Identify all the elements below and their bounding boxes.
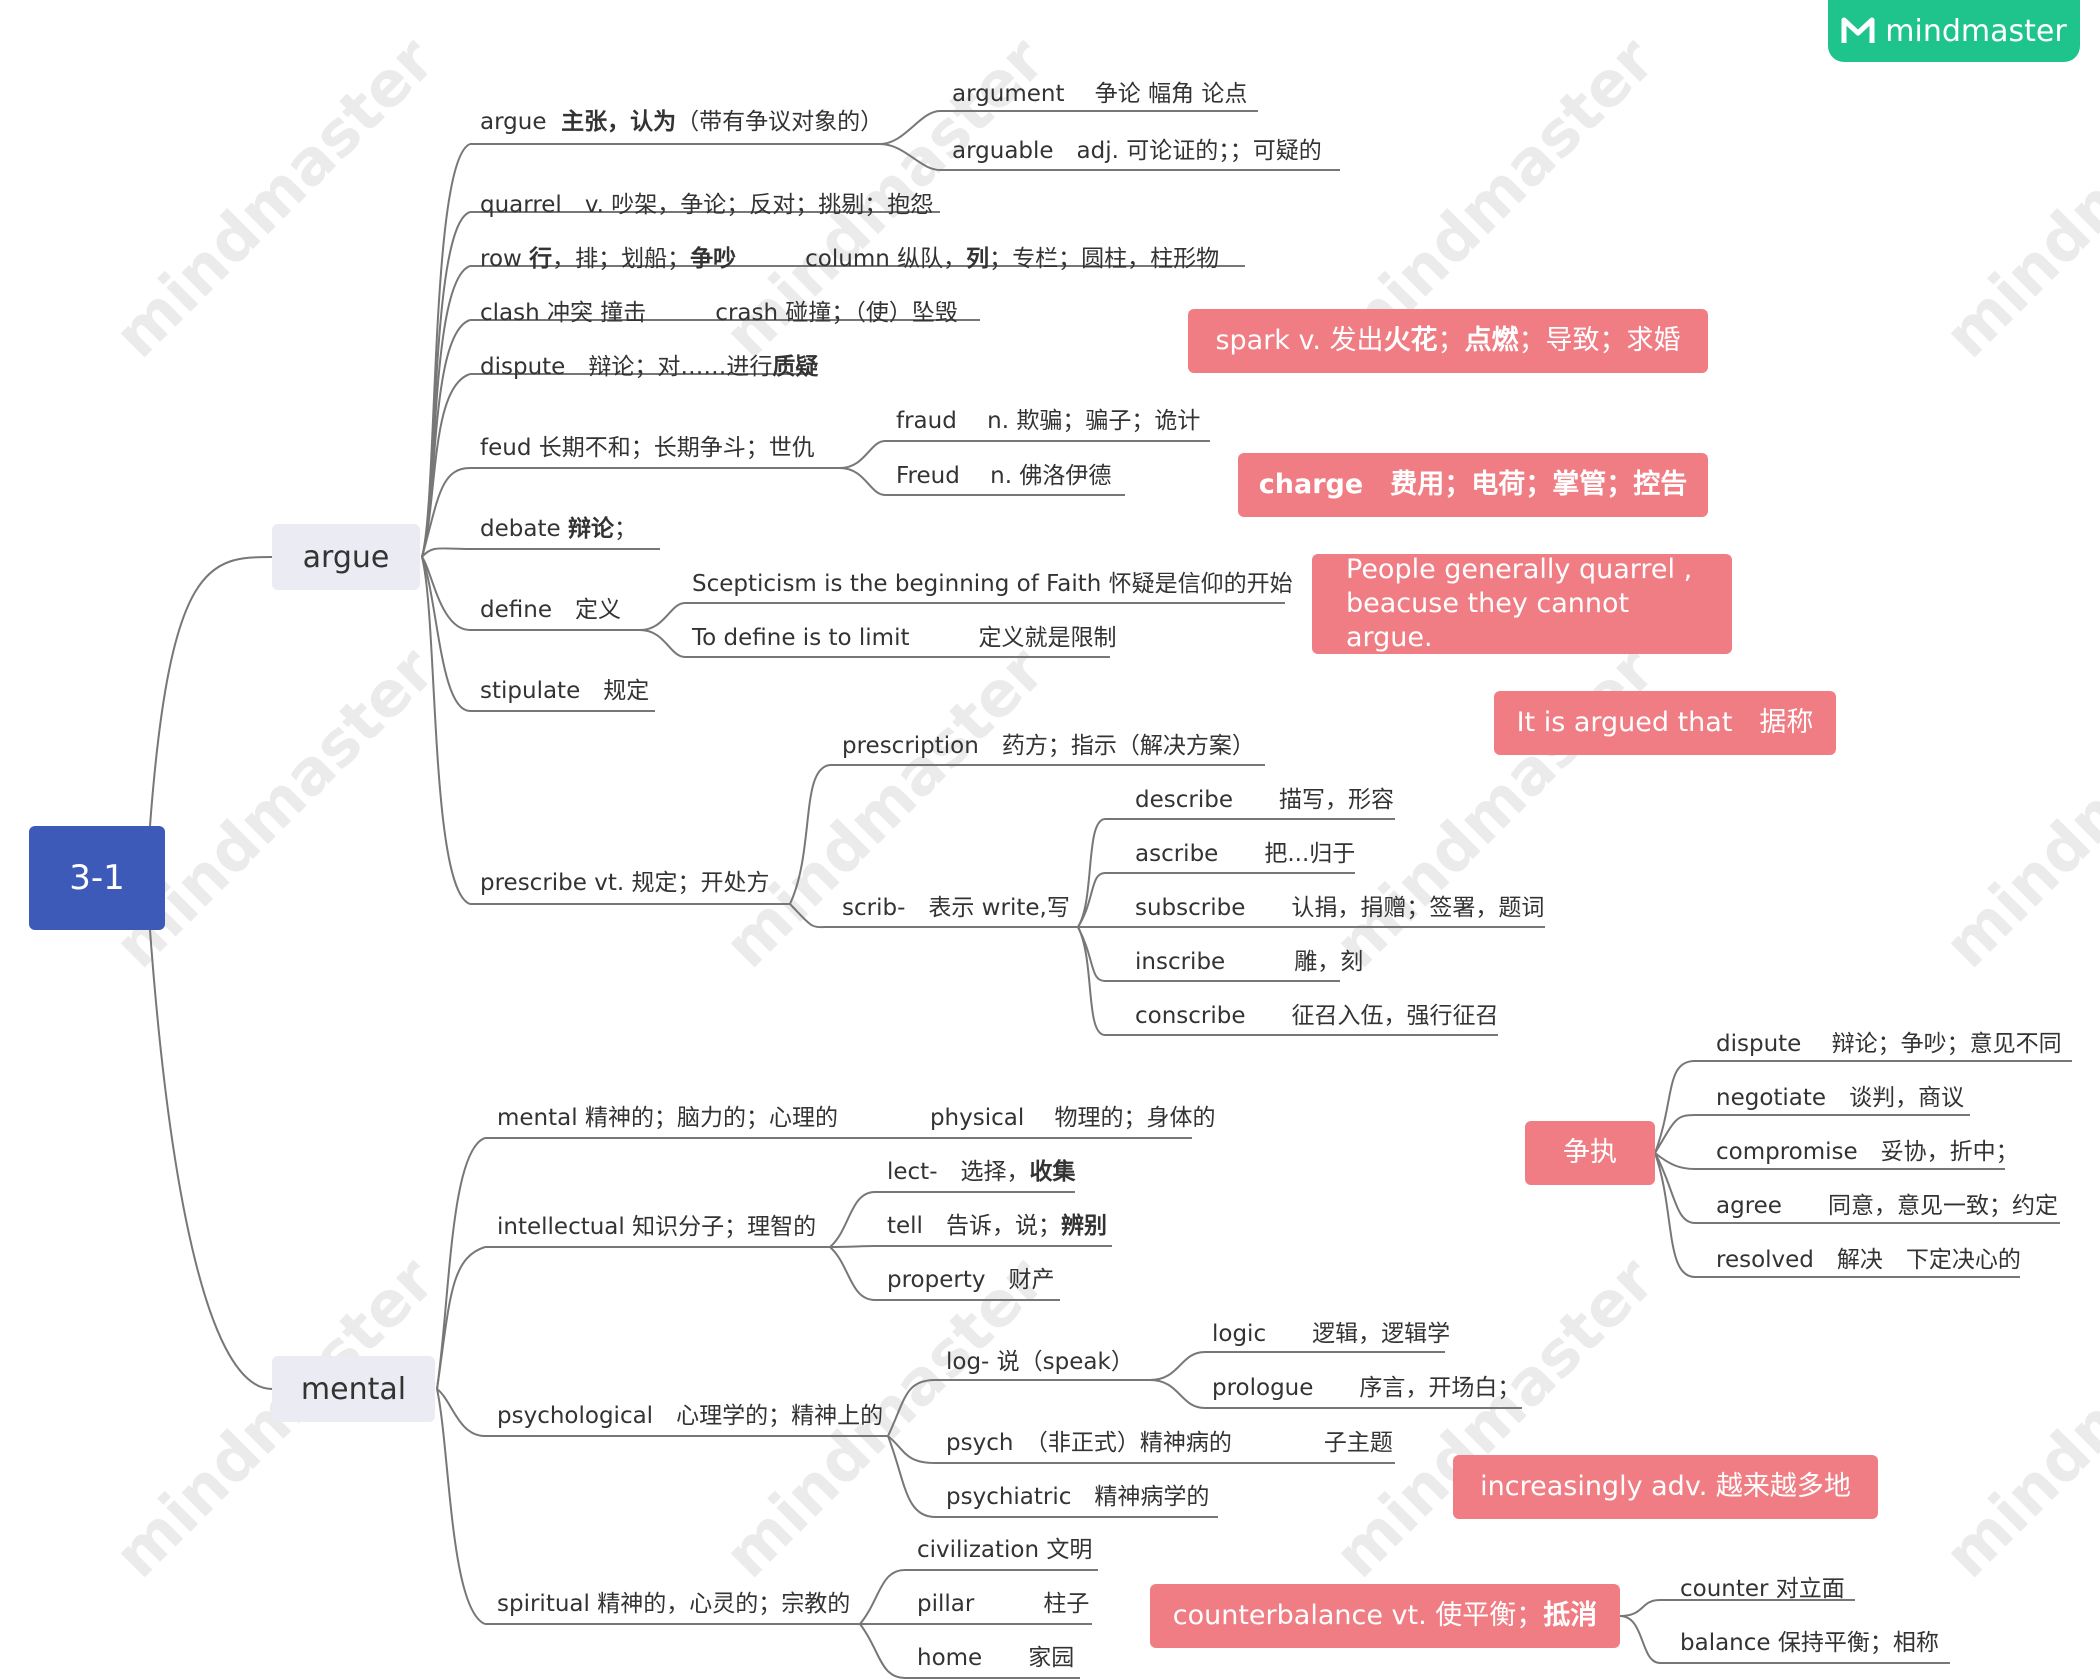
topic-clash-crash[interactable]: clash 冲突 撞击 crash 碰撞；（使）坠毁 <box>480 300 958 326</box>
text-bold: 抵消 <box>1543 1600 1598 1631</box>
floating-topic-people-quarrel[interactable]: People generally quarrel ,beacuse they c… <box>1312 554 1732 654</box>
text-part: dispute 辩论；对……进行 <box>480 354 773 380</box>
topic-freud[interactable]: Freud n. 佛洛伊德 <box>896 463 1112 489</box>
topic-tell[interactable]: tell 告诉，说；辨别 <box>887 1210 1107 1242</box>
text-bold: 行 <box>529 246 553 272</box>
topic-stipulate[interactable]: stipulate 规定 <box>480 678 650 704</box>
topic-zz-dispute[interactable]: dispute 辩论；争吵；意见不同 <box>1716 1031 2062 1057</box>
topic-civilization[interactable]: civilization 文明 <box>917 1537 1093 1563</box>
logo-text: mindmaster <box>1885 13 2067 49</box>
text-bold: 质疑 <box>772 354 819 380</box>
topic-argument[interactable]: argument 争论 幅角 论点 <box>952 81 1248 107</box>
text-part: ；导致；求婚 <box>1518 325 1681 356</box>
text-bold: 辩论 <box>567 516 614 542</box>
branch-argue[interactable]: argue <box>272 524 420 590</box>
mindmaster-logo-icon <box>1841 17 1875 43</box>
text-bold: 火花 <box>1383 325 1438 356</box>
topic-debate[interactable]: debate 辩论； <box>480 513 637 545</box>
topic-quarrel[interactable]: quarrel v. 吵架，争论；反对；挑剔；抱怨 <box>480 192 934 218</box>
topic-zz-negotiate[interactable]: negotiate 谈判，商议 <box>1716 1085 1965 1111</box>
topic-conscribe[interactable]: conscribe 征召入伍，强行征召 <box>1135 1003 1499 1029</box>
floating-topic-increasingly[interactable]: increasingly adv. 越来越多地 <box>1453 1455 1878 1519</box>
floating-topic-counterbalance[interactable]: counterbalance vt. 使平衡；抵消 <box>1150 1584 1620 1648</box>
topic-psychiatric[interactable]: psychiatric 精神病学的 <box>946 1484 1210 1510</box>
branch-mental[interactable]: mental <box>272 1356 435 1422</box>
root-topic[interactable]: 3-1 <box>29 826 165 930</box>
text-part: ； <box>1437 325 1465 356</box>
topic-log[interactable]: log- 说（speak） <box>946 1349 1134 1375</box>
topic-row-column[interactable]: row 行，排；划船；争吵 column 纵队，列；专栏；圆柱，柱形物 <box>480 243 1219 275</box>
floating-topic-charge[interactable]: charge 费用；电荷；掌管；控告 <box>1238 453 1708 517</box>
topic-feud[interactable]: feud 长期不和；长期争斗；世仇 <box>480 435 815 461</box>
topic-fraud[interactable]: fraud n. 欺骗；骗子；诡计 <box>896 408 1201 434</box>
branch-mental-label: mental <box>300 1371 407 1407</box>
topic-home[interactable]: home 家园 <box>917 1645 1075 1671</box>
topic-intellectual[interactable]: intellectual 知识分子；理智的 <box>497 1214 817 1240</box>
text-bold: 辨别 <box>1060 1213 1107 1239</box>
root-topic-label: 3-1 <box>69 858 125 898</box>
topic-scepticism[interactable]: Scepticism is the beginning of Faith 怀疑是… <box>692 571 1293 597</box>
text-part: spark v. 发出 <box>1215 325 1384 356</box>
text-part: column 纵队， <box>736 246 967 272</box>
text-part: counterbalance vt. 使平衡； <box>1172 1600 1544 1631</box>
topic-zz-resolved[interactable]: resolved 解决 下定决心的 <box>1716 1247 2021 1273</box>
topic-ascribe[interactable]: ascribe 把...归于 <box>1135 841 1356 867</box>
topic-scrib[interactable]: scrib- 表示 write,写 <box>842 895 1070 921</box>
topic-zz-compromise[interactable]: compromise 妥协，折中； <box>1716 1139 2019 1165</box>
topic-rest: （带有争议对象的） <box>676 109 884 135</box>
float-text: People generally quarrel ,beacuse they c… <box>1346 553 1712 655</box>
text-part: row <box>480 246 530 272</box>
floating-topic-it-is-argued[interactable]: It is argued that 据称 <box>1494 691 1836 755</box>
topic-arguable[interactable]: arguable adj. 可论证的；；可疑的 <box>952 138 1322 164</box>
text-part: tell 告诉，说； <box>887 1213 1061 1239</box>
text-part: lect- 选择， <box>887 1159 1030 1185</box>
topic-zz-agree[interactable]: agree 同意，意见一致；约定 <box>1716 1193 2058 1219</box>
topic-property[interactable]: property 财产 <box>887 1267 1055 1293</box>
floating-topic-zhengzhi[interactable]: 争执 <box>1525 1121 1655 1185</box>
topic-bold: 主张，认为 <box>561 109 677 135</box>
topic-mental-physical[interactable]: mental 精神的；脑力的；心理的 physical 物理的；身体的 <box>497 1105 1216 1131</box>
topic-psychological[interactable]: psychological 心理学的；精神上的 <box>497 1403 884 1429</box>
text-bold: 点燃 <box>1464 325 1519 356</box>
mindmaster-logo-badge: mindmaster <box>1828 0 2080 62</box>
topic-psych[interactable]: psych （非正式）精神病的 子主题 <box>946 1430 1393 1456</box>
topic-describe[interactable]: describe 描写，形容 <box>1135 787 1394 813</box>
topic-pillar[interactable]: pillar 柱子 <box>917 1591 1090 1617</box>
float-line-2: beacuse they cannot argue. <box>1346 588 1630 653</box>
topic-spiritual[interactable]: spiritual 精神的，心灵的；宗教的 <box>497 1591 851 1617</box>
topic-dispute[interactable]: dispute 辩论；对……进行质疑 <box>480 351 818 383</box>
text-part: ，排；划船； <box>552 246 691 272</box>
text-part: ； <box>613 516 637 542</box>
branch-argue-label: argue <box>302 539 390 575</box>
topic-counter[interactable]: counter 对立面 <box>1680 1576 1845 1602</box>
float-line-1: People generally quarrel , <box>1346 554 1693 585</box>
topic-inscribe[interactable]: inscribe 雕，刻 <box>1135 949 1364 975</box>
topic-lect[interactable]: lect- 选择，收集 <box>887 1156 1076 1188</box>
topic-logic[interactable]: logic 逻辑，逻辑学 <box>1212 1321 1451 1347</box>
topic-define[interactable]: define 定义 <box>480 597 621 623</box>
topic-subscribe[interactable]: subscribe 认捐，捐赠；签署，题词 <box>1135 895 1545 921</box>
topic-prologue[interactable]: prologue 序言，开场白； <box>1212 1375 1521 1401</box>
text-bold: charge 费用；电荷；掌管；控告 <box>1258 469 1688 500</box>
topic-prescribe[interactable]: prescribe vt. 规定；开处方 <box>480 870 770 896</box>
topic-argue-definition[interactable]: argue 主张，认为（带有争议对象的） <box>480 106 883 138</box>
text-part: ；专栏；圆柱，柱形物 <box>989 246 1220 272</box>
text-bold: 争吵 <box>690 246 737 272</box>
topic-balance[interactable]: balance 保持平衡；相称 <box>1680 1630 1939 1656</box>
text-part: debate <box>480 516 568 542</box>
floating-topic-spark[interactable]: spark v. 发出火花；点燃；导致；求婚 <box>1188 309 1708 373</box>
topic-word: argue <box>480 109 547 135</box>
text-bold: 收集 <box>1029 1159 1076 1185</box>
topic-prescription[interactable]: prescription 药方；指示（解决方案） <box>842 733 1255 759</box>
text-bold: 列 <box>966 246 990 272</box>
topic-to-define[interactable]: To define is to limit 定义就是限制 <box>692 625 1117 651</box>
